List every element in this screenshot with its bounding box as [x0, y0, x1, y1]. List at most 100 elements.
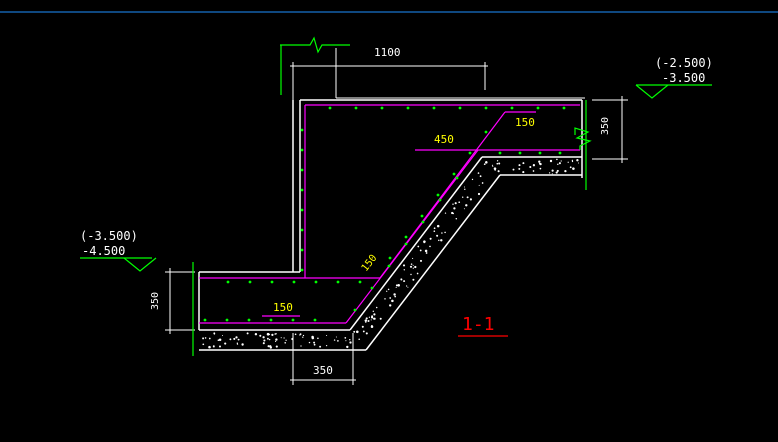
- concrete-speck: [263, 339, 266, 342]
- concrete-speck: [497, 170, 500, 173]
- rebar-dot: [438, 198, 442, 202]
- concrete-speck: [333, 339, 336, 341]
- concrete-speck: [362, 330, 365, 333]
- concrete-speck: [423, 240, 426, 243]
- rebar-dot: [421, 220, 425, 224]
- rebar-dot: [518, 151, 522, 155]
- concrete-speck: [300, 345, 302, 347]
- concrete-speck: [274, 333, 276, 335]
- rebar-dot: [300, 268, 304, 272]
- concrete-speck: [395, 284, 398, 287]
- concrete-speck: [571, 159, 574, 162]
- rebar-dot: [458, 106, 462, 110]
- concrete-speck: [237, 338, 240, 341]
- concrete-speck: [403, 269, 405, 271]
- concrete-speck: [208, 337, 211, 340]
- concrete-speck: [284, 341, 287, 344]
- concrete-speck: [204, 337, 207, 339]
- concrete-speck: [479, 175, 482, 178]
- concrete-speck: [266, 332, 270, 336]
- concrete-speck: [412, 267, 414, 269]
- concrete-speck: [379, 317, 382, 320]
- concrete-speck: [372, 317, 375, 320]
- rebar-dot: [387, 264, 391, 268]
- rebar-dot: [248, 280, 252, 284]
- concrete-hatch: [202, 158, 580, 349]
- concrete-speck: [302, 336, 304, 338]
- concrete-speck: [403, 280, 406, 283]
- concrete-speck: [560, 160, 562, 162]
- concrete-speck: [349, 342, 352, 344]
- rebar-dot: [225, 318, 229, 322]
- concrete-speck: [389, 304, 392, 307]
- concrete-speck: [217, 339, 220, 342]
- concrete-speck: [389, 297, 392, 299]
- section-title: 1-1: [462, 314, 495, 335]
- concrete-speck: [364, 319, 368, 322]
- concrete-speck: [235, 336, 238, 339]
- concrete-speck: [414, 265, 417, 269]
- concrete-speck: [440, 239, 443, 242]
- concrete-speck: [326, 334, 328, 337]
- concrete-speck: [438, 239, 440, 242]
- rebar-dot: [432, 106, 436, 110]
- concrete-speck: [429, 245, 431, 248]
- concrete-speck: [325, 344, 328, 347]
- rebar-dot: [247, 318, 251, 322]
- concrete-speck: [368, 316, 371, 318]
- concrete-speck: [365, 332, 368, 335]
- concrete-speck: [419, 259, 423, 262]
- concrete-speck: [558, 162, 561, 165]
- rebar-dot: [380, 106, 384, 110]
- concrete-speck: [412, 278, 415, 281]
- concrete-speck: [262, 336, 265, 339]
- concrete-speck: [280, 337, 282, 339]
- concrete-speck: [496, 162, 499, 165]
- elevation-left-value: -4.500: [82, 244, 125, 258]
- concrete-speck: [577, 162, 580, 164]
- concrete-speck: [451, 211, 454, 215]
- concrete-speck: [302, 334, 305, 337]
- rebar-dot: [300, 228, 304, 232]
- concrete-speck: [453, 207, 456, 210]
- concrete-speck: [394, 295, 397, 298]
- concrete-speck: [441, 232, 443, 234]
- concrete-speck: [202, 337, 205, 340]
- concrete-speck: [311, 336, 315, 340]
- rebar-dot: [226, 280, 230, 284]
- concrete-speck: [444, 212, 447, 214]
- concrete-speck: [493, 167, 497, 170]
- concrete-speck: [254, 333, 258, 336]
- concrete-speck: [518, 164, 521, 167]
- concrete-speck: [572, 167, 575, 170]
- concrete-speck: [275, 340, 277, 342]
- concrete-speck: [395, 286, 397, 288]
- concrete-speck: [353, 330, 356, 333]
- concrete-speck: [529, 165, 532, 169]
- rebar-dot: [300, 168, 304, 172]
- concrete-speck: [218, 345, 222, 348]
- concrete-speck: [371, 315, 374, 318]
- rebar-dot: [484, 106, 488, 110]
- concrete-speck: [233, 337, 236, 340]
- concrete-speck: [492, 166, 494, 167]
- concrete-speck: [236, 343, 239, 345]
- rebar-dot: [468, 151, 472, 155]
- rebar-dot: [404, 242, 408, 246]
- concrete-speck: [224, 342, 227, 345]
- concrete-speck: [416, 272, 419, 275]
- concrete-speck: [551, 169, 554, 172]
- rebar-dot: [328, 106, 332, 110]
- concrete-speck: [485, 161, 488, 164]
- concrete-speck: [344, 337, 347, 339]
- concrete-speck: [372, 310, 375, 313]
- concrete-speck: [463, 208, 465, 210]
- rebar-dot: [353, 308, 357, 312]
- concrete-speck: [393, 293, 396, 296]
- dim-slope-150-upper: 150: [515, 116, 535, 129]
- concrete-speck: [400, 278, 403, 281]
- concrete-speck: [469, 198, 472, 201]
- concrete-speck: [266, 337, 269, 340]
- rebar-dot: [354, 106, 358, 110]
